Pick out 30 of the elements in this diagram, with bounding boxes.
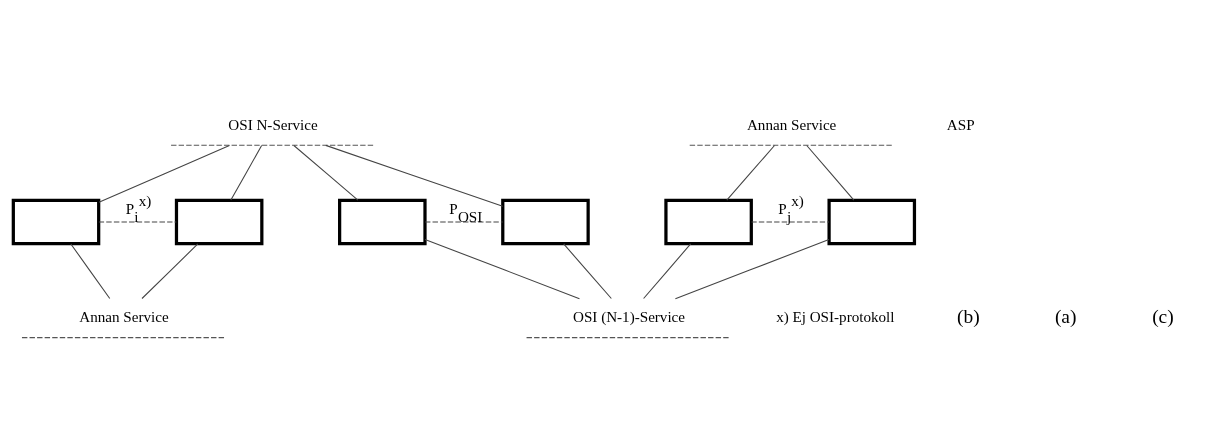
connector [229,144,262,201]
label: (b) [956,305,980,327]
node-box [663,198,753,246]
connector [424,221,503,223]
connector [674,239,829,300]
node-text: OSI (N-1)-Service [572,309,685,326]
connector [324,144,503,207]
connector [642,243,691,300]
node-text: Annan Service [78,309,169,326]
connector [805,144,854,201]
node-box [826,198,916,246]
connector [750,221,829,223]
node-box [11,198,100,246]
label: ASP [946,116,975,133]
label: (a) [1054,305,1076,327]
node-text: Annan Service [746,116,836,133]
node-box [174,198,263,246]
connector [97,221,177,223]
connector [140,243,198,300]
node-box [337,198,427,246]
connector [424,238,580,300]
connector [292,144,358,201]
connector [725,144,775,201]
node-text: OSI N-Service [227,116,318,133]
node-box [500,198,590,246]
connector [562,243,612,300]
connector [69,243,110,300]
label: (c) [1151,305,1174,327]
connector [97,144,230,203]
label: x) Ej OSI-protokoll [775,309,895,326]
